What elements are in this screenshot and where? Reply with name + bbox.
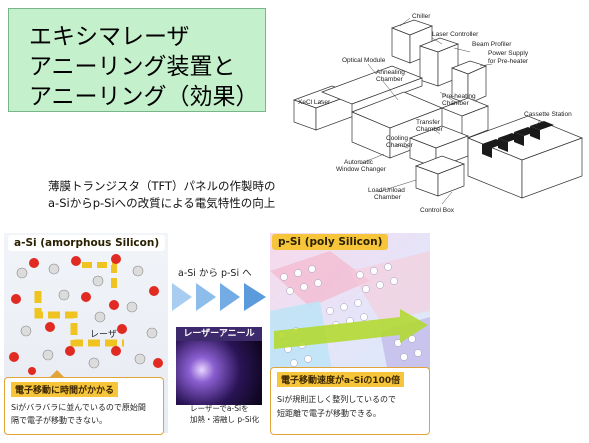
subtitle-line-2: a-Siからp-Siへの改質による電気特性の向上 xyxy=(48,196,276,210)
title-line-2: アニーリング装置と xyxy=(29,54,236,80)
label-laser-controller: Laser Controller xyxy=(432,31,479,38)
chevron-arrows-icon xyxy=(172,283,266,311)
psi-banner: p-Si (poly Silicon) xyxy=(272,234,389,250)
laser-text: レーザ xyxy=(90,329,117,340)
label-cassette-station: Cassette Station xyxy=(524,111,572,118)
label-beam-profiler: Beam Profiler xyxy=(472,41,512,48)
subtitle-line-1: 薄膜トランジスタ（TFT）パネルの作製時の xyxy=(48,179,276,193)
label-auto-window-2: Window Changer xyxy=(336,166,387,173)
psi-note-title: 電子移動速度がa-Siの100倍 xyxy=(277,372,405,387)
psi-note-line-1: Siが規則正しく整列しているので xyxy=(277,395,397,404)
label-auto-window-1: Automatic xyxy=(344,159,374,166)
asi-note-line-1: Siがバラバラに並んでいるので原始間 xyxy=(11,403,146,412)
label-annealing-1: Annealing xyxy=(376,69,405,76)
psi-note: 電子移動速度がa-Siの100倍 Siが規則正しく整列しているので 短距離で電子… xyxy=(270,367,430,435)
label-power-supply-2: for Pre-heater xyxy=(488,58,529,65)
laser-anneal-photo xyxy=(176,341,262,405)
label-cooling-2: Chamber xyxy=(386,142,414,149)
psi-note-line-2: 短距離で電子が移動できる。 xyxy=(277,409,381,418)
label-power-supply-1: Power Supply xyxy=(488,50,529,57)
laser-anneal-caption-2: 加熱・溶融し p-Si化 xyxy=(190,415,260,424)
asi-note-title: 電子移動に時間がかかる xyxy=(11,382,119,397)
label-optical-module: Optical Module xyxy=(342,57,386,64)
title-box: エキシマレーザ アニーリング装置と アニーリング（効果） xyxy=(8,8,266,112)
psi-crystal xyxy=(270,251,430,383)
asi-note-line-2: 隔で電子が移動できない。 xyxy=(11,416,107,425)
label-load-unload-1: Load/Unload xyxy=(368,187,405,194)
label-xecl-laser: XeCl Laser xyxy=(298,99,331,106)
laser-anneal-caption-1: レーザーでa-Siを xyxy=(190,404,249,413)
arrow-label: a-Si から p-Si へ xyxy=(178,268,252,279)
label-cooling-1: Cooling xyxy=(386,135,408,142)
label-preheat-2: Chamber xyxy=(442,100,470,107)
label-load-unload-2: Chamber xyxy=(374,194,402,201)
title-line-3: アニーリング（効果） xyxy=(29,84,259,110)
label-annealing-2: Chamber xyxy=(376,76,404,83)
asi-note-pointer xyxy=(49,370,65,378)
asi-atoms: レーザ xyxy=(9,254,163,375)
asi-psi-illustration: a-Si (amorphous Silicon) レーザ a-Si から p-S… xyxy=(0,225,589,443)
title-line-1: エキシマレーザ xyxy=(29,24,190,50)
laser-anneal-title: レーザーアニール xyxy=(176,327,262,341)
label-control-box: Control Box xyxy=(420,207,455,214)
asi-banner: a-Si (amorphous Silicon) xyxy=(8,235,166,251)
label-transfer-1: Transfer xyxy=(416,119,441,126)
label-transfer-2: Chamber xyxy=(416,126,444,133)
label-chiller: Chiller xyxy=(412,13,431,20)
label-preheat-1: Pre-heating xyxy=(442,93,476,100)
equipment-schematic: Chiller Laser Controller Beam Profiler P… xyxy=(292,13,583,214)
asi-note: 電子移動に時間がかかる Siがバラバラに並んでいるので原始間 隔で電子が移動でき… xyxy=(4,370,164,435)
